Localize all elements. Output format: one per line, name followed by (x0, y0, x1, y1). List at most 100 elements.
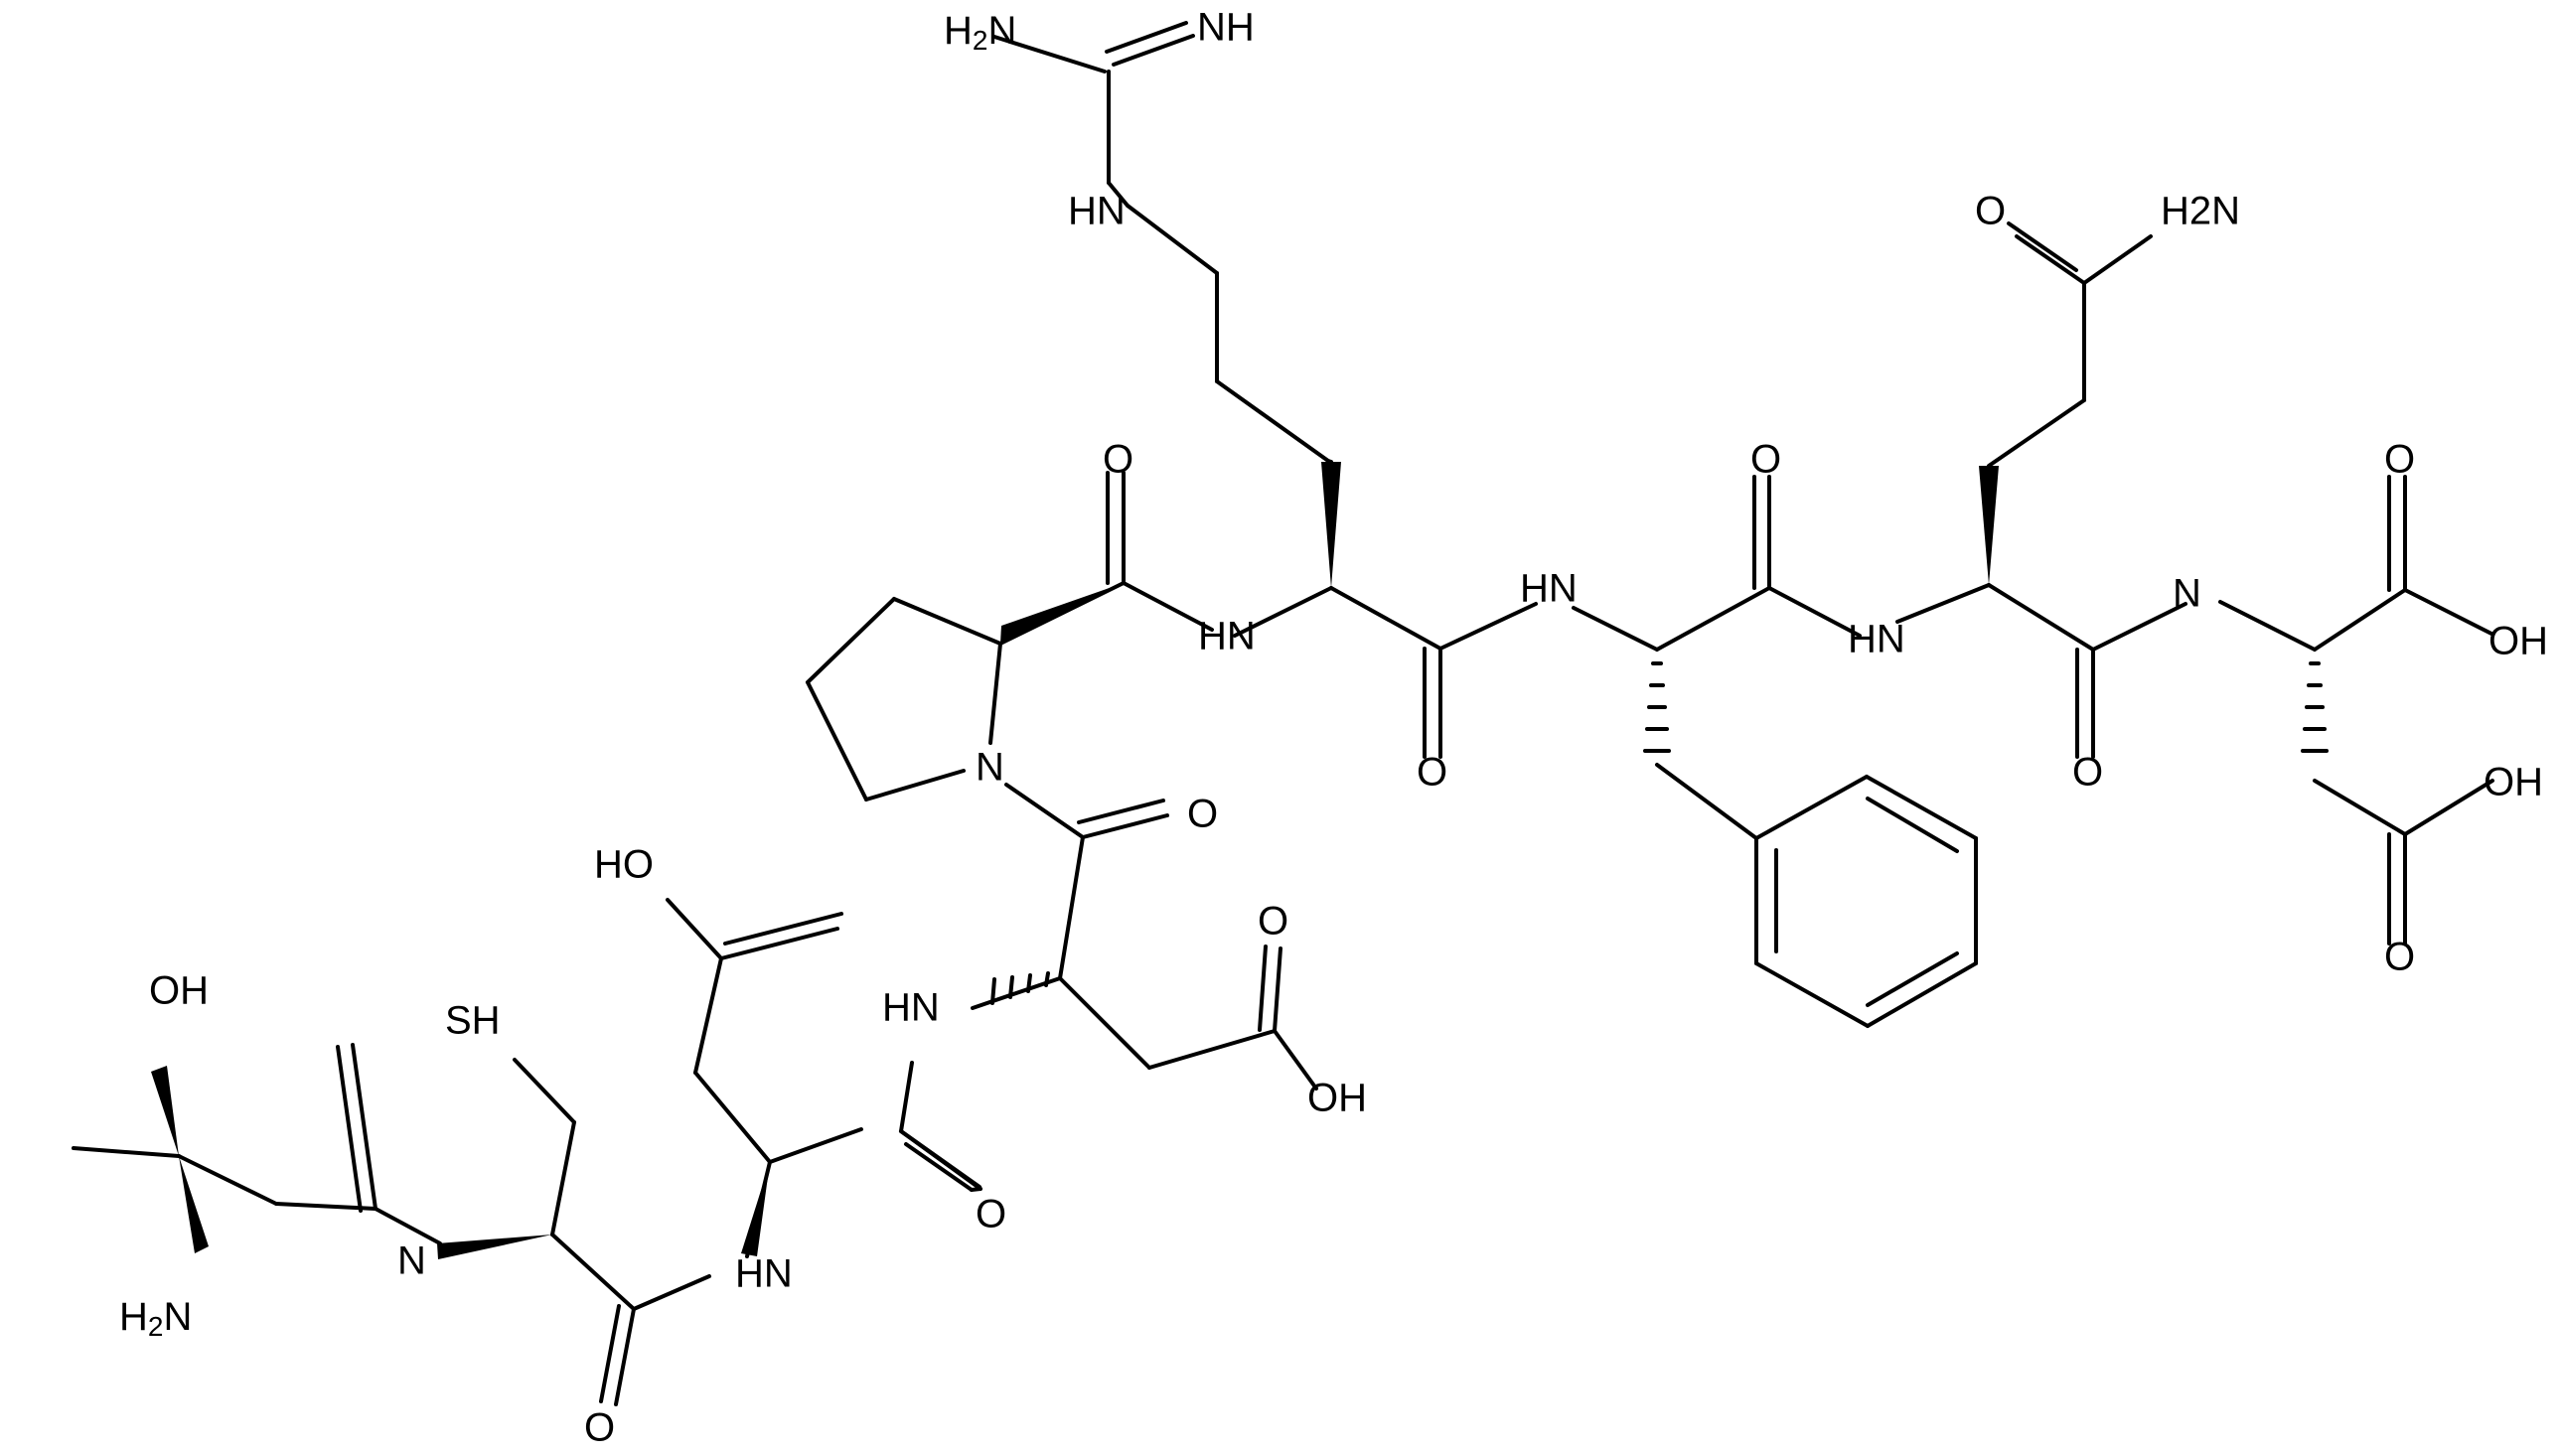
bond (2082, 234, 2153, 285)
wedge-bond (1979, 466, 1999, 585)
atom-label: O (1417, 751, 1447, 795)
bond (1105, 21, 1188, 54)
bond (693, 956, 723, 1075)
bond (2313, 588, 2407, 652)
atom-label: HO (594, 843, 654, 887)
bond (1273, 1029, 1318, 1091)
bond (513, 1058, 576, 1124)
atom-label: N (397, 1239, 426, 1283)
atom-label: N (2173, 572, 2201, 616)
atom-label: HN (1198, 615, 1256, 658)
wedge-bond (1321, 462, 1341, 588)
bond (992, 35, 1107, 73)
bond (1122, 581, 1214, 632)
bond (666, 898, 723, 960)
bond (351, 1043, 377, 1211)
bond (336, 1045, 363, 1213)
bond (719, 927, 839, 960)
bond (1126, 204, 1219, 275)
bond (899, 1129, 981, 1189)
wedge-bond (437, 1235, 552, 1259)
atom-label: SH (445, 999, 501, 1043)
bond (1233, 586, 1333, 638)
bond (1987, 583, 2095, 652)
atom-label: OH (2488, 620, 2548, 663)
bond (274, 1202, 377, 1211)
bond (1865, 775, 1978, 840)
hash-bond (1044, 971, 1050, 987)
hash-bond (1008, 975, 1014, 999)
stereo-wedges (151, 462, 1999, 1259)
bond (899, 1061, 914, 1133)
atom-label: OH (149, 969, 209, 1013)
bond (2313, 779, 2407, 836)
bond (1058, 976, 1151, 1070)
bond (768, 1127, 863, 1164)
bond (1438, 602, 1538, 651)
bond (892, 597, 1002, 646)
wedge-bond (741, 1162, 770, 1256)
atom-label: O (1258, 900, 1288, 944)
bond (1572, 606, 1659, 652)
atom-label: NH (1197, 6, 1255, 50)
atom-label: O (1103, 438, 1133, 482)
bond (864, 769, 966, 801)
bond (1866, 961, 1978, 1028)
atom-label: O (1750, 438, 1781, 482)
bond (1767, 586, 1862, 638)
bond (1655, 586, 1771, 652)
atom-label: HN (1848, 618, 1905, 661)
bond (723, 912, 843, 946)
wedge-bond (151, 1066, 179, 1156)
bond (904, 1142, 974, 1192)
bond (806, 597, 896, 684)
bond (693, 1071, 772, 1164)
atom-label: N (976, 746, 1004, 790)
bond (1895, 583, 1991, 624)
bond (614, 1307, 636, 1406)
bonds (72, 21, 2494, 1406)
bond (550, 1233, 636, 1311)
bond (1107, 181, 1130, 208)
atom-label: H2N (944, 9, 1016, 57)
hash-bond (1026, 973, 1032, 993)
bond (806, 680, 868, 801)
atom-label: O (2072, 751, 2103, 795)
bond (177, 1154, 278, 1206)
bond (1987, 398, 2086, 468)
bond (550, 1120, 576, 1237)
bond (1077, 799, 1165, 824)
atom-label: HN (735, 1252, 793, 1296)
atom-label: O (584, 1406, 615, 1450)
atom-labels: H2N NH HN O H2N O N O HN O O HN O OH OH … (119, 6, 2548, 1450)
stereo-hashes (990, 661, 2329, 1005)
bond (599, 1304, 621, 1403)
bond (2403, 588, 2493, 636)
atom-label: O (2384, 438, 2415, 482)
bond (1326, 459, 1333, 464)
bond (2218, 600, 2317, 652)
bond (1004, 783, 1085, 839)
bond (1147, 1029, 1277, 1070)
bond (1258, 945, 1268, 1032)
bond (632, 1274, 711, 1311)
atom-label: HN (1520, 567, 1578, 611)
bond (374, 1207, 442, 1245)
atom-label: H2N (2161, 190, 2240, 233)
bond (2091, 602, 2187, 652)
hash-bond (990, 977, 996, 1005)
atom-label: O (1187, 793, 1218, 836)
atom-label: O (1975, 190, 2006, 233)
bond (1655, 763, 1758, 840)
bond (1866, 951, 1959, 1007)
bond (1112, 34, 1195, 67)
bond (1273, 946, 1282, 1033)
bond (1754, 961, 1870, 1028)
bond (2007, 221, 2078, 272)
atom-label: O (976, 1193, 1006, 1237)
atom-label: OH (2484, 761, 2543, 804)
bond (72, 1146, 181, 1158)
wedge-bond (179, 1156, 209, 1253)
bond (1866, 797, 1959, 853)
